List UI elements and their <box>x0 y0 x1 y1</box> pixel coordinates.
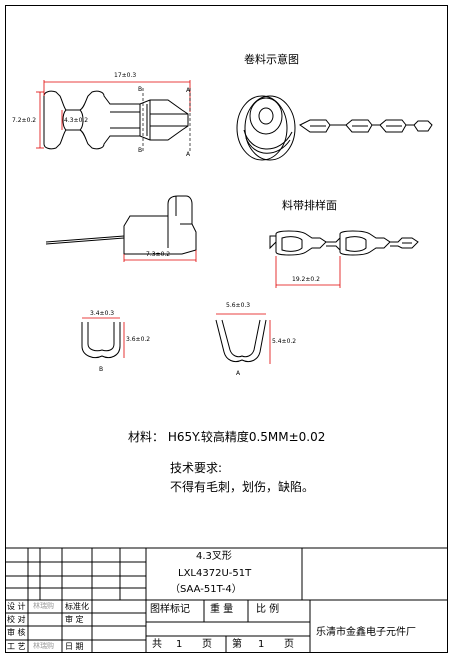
section-b-label: B <box>99 366 104 373</box>
section-a <box>215 319 267 363</box>
part-alias: （SAA-51T-4） <box>170 584 242 595</box>
section-b <box>81 322 121 359</box>
section-marker-b-bottom: B <box>138 147 143 154</box>
label-pattern-mark: 图样标记 <box>150 604 190 615</box>
label-review: 审 核 <box>7 628 26 637</box>
strip-view-title: 料带排样面 <box>282 199 337 212</box>
label-total: 共 <box>152 639 162 650</box>
dim-section-b-height: 3.6±0.2 <box>126 336 151 343</box>
dim-pitch: 19.2±0.2 <box>292 276 320 283</box>
dim-fork-slot: 4.3±0.2 <box>64 117 89 124</box>
roll-view-title: 卷料示意图 <box>244 53 299 66</box>
section-a-label: A <box>236 370 241 377</box>
section-marker-a-bottom: A <box>186 151 191 158</box>
process-name: 林瑞购 <box>33 642 54 650</box>
section-b-dimensions <box>82 317 125 358</box>
strip-dimension-lines <box>275 256 341 288</box>
label-process: 工 艺 <box>7 642 26 651</box>
label-sheet: 第 <box>232 639 242 650</box>
fork-terminal-top-view <box>43 90 189 150</box>
label-check: 校 对 <box>7 615 26 624</box>
dim-section-a-width: 5.6±0.3 <box>226 302 251 309</box>
dim-fork-width: 7.2±0.2 <box>12 117 37 124</box>
label-ratio: 比 例 <box>256 604 280 615</box>
part-number: LXL4372U-51T <box>178 568 252 579</box>
title-block-grid <box>5 547 448 653</box>
side-view <box>45 195 197 255</box>
section-marker-a-top: A <box>186 87 191 94</box>
company-name: 乐清市金鑫电子元件厂 <box>316 627 416 638</box>
label-standard: 标准化 <box>65 602 89 611</box>
part-name: 4.3叉形 <box>196 551 232 562</box>
total-pages: 1 <box>176 639 183 650</box>
label-audit: 审 定 <box>65 615 84 624</box>
material-note: 材料： H65Y.较高精度0.5MM±0.02 <box>128 430 326 444</box>
requirements-title: 技术要求: <box>170 461 223 475</box>
label-page-unit-2: 页 <box>284 639 294 650</box>
section-a-dimensions <box>216 313 271 364</box>
dim-section-a-height: 5.4±0.2 <box>272 338 297 345</box>
fork-section-cut-lines <box>142 88 191 152</box>
label-page-unit-1: 页 <box>202 639 212 650</box>
reel-strip <box>299 119 433 133</box>
side-dimension-lines <box>123 250 197 262</box>
dim-fork-length: 17±0.3 <box>114 72 137 79</box>
dim-section-b-width: 3.4±0.3 <box>90 310 115 317</box>
dim-side-length: 7.3±0.2 <box>146 251 171 258</box>
sheet-number: 1 <box>258 639 265 650</box>
label-date: 日 期 <box>65 642 84 651</box>
section-marker-b-top: B <box>138 86 143 93</box>
label-weight: 重 量 <box>210 604 234 615</box>
strip-layout <box>269 230 419 256</box>
designer-name: 林瑞购 <box>33 602 54 610</box>
requirements-text: 不得有毛刺，划伤，缺陷。 <box>170 480 315 494</box>
reel-illustration <box>236 95 296 161</box>
label-design: 设 计 <box>7 602 26 611</box>
